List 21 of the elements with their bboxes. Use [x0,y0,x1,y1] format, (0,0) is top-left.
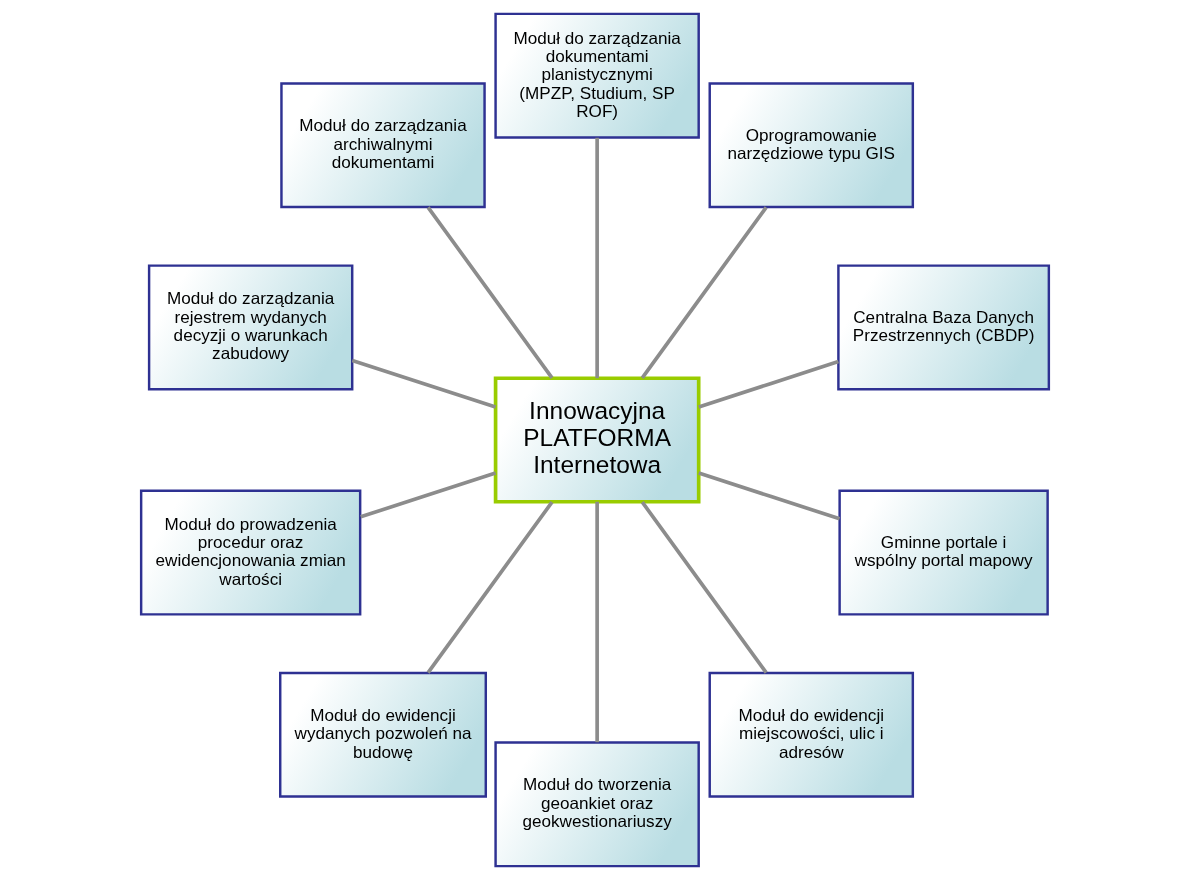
node-box: Moduł do tworzenia geoankiet oraz geokwestionariuszy [494,740,700,867]
connector [640,205,768,379]
connector [640,500,768,674]
connector [595,501,599,742]
connector [351,358,497,409]
node-box: Moduł do zarządzania rejestrem wydanych decyzji o warunkach zabudowy [147,263,354,390]
connector [698,470,841,521]
node-box: Moduł do ewidencji miejscowości, ulic i adresów [708,671,915,798]
node-box: Moduł do zarządzania dokumentami planistycznymi (MPZP, Studium, SP ROF) [494,12,700,139]
connector [595,137,599,378]
node-box: Centralna Baza Danych Przestrzennych (CBDP) [837,263,1051,390]
node-box: Moduł do ewidencji wydanych pozwoleń na budowę [279,671,487,798]
connector [698,359,839,409]
node-box: Oprogramowanie narzędziowe typu GIS [708,81,915,208]
node-box: Gminne portale i wspólny portal mapowy [838,489,1049,616]
node-box: Innowacyjna PLATFORMA Internetowa [493,375,701,504]
node-box: Moduł do prowadzenia procedur oraz ewidencjonowania zmian wartości [139,489,362,616]
node-box: Moduł do zarządzania archiwalnymi dokumentami [280,81,486,208]
connector [426,205,554,379]
connector [360,470,497,519]
connector [426,500,554,674]
